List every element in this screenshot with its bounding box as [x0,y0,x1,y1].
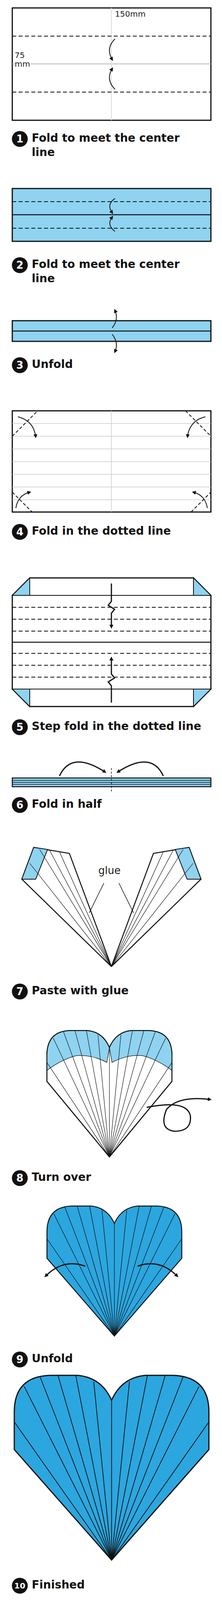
step-number: 4 [11,523,28,540]
step-item: 5Step fold in the dotted line [11,718,211,735]
step-caption: Paste with glue [31,982,207,997]
step-item: 2Fold to meet the center line [11,256,211,286]
step-number: 2 [11,256,28,273]
step-caption: Fold to meet the center line [31,256,207,286]
step-item: 3Unfold [11,356,211,373]
step-number: 5 [11,718,28,735]
step-caption: Fold to meet the center line [31,130,207,160]
step-number: 6 [11,796,28,812]
step-number: 3 [11,356,28,373]
step-item: 7Paste with glue [11,982,211,999]
step-caption: Step fold in the dotted line [31,718,207,733]
step-caption: Turn over [31,1168,207,1183]
step-number: 8 [11,1168,28,1185]
step-caption: Fold in half [31,796,207,811]
step-caption: Finished [31,1575,207,1591]
dimension-label: 75 mm [14,50,31,69]
dimension-label: glue [98,863,131,876]
step-caption: Unfold [31,1349,207,1365]
step-caption: Unfold [31,356,207,372]
step-number: 10 [11,1575,28,1592]
dimension-label: 150mm [114,9,163,19]
step-number: 7 [11,982,28,999]
step-number: 9 [11,1349,28,1366]
step-item: 1Fold to meet the center line [11,130,211,160]
step-number: 1 [11,130,28,147]
step-item: 4Fold in the dotted line [11,523,211,540]
step-caption: Fold in the dotted line [31,523,207,538]
step-item: 10Finished [11,1575,211,1592]
step-item: 9Unfold [11,1349,211,1366]
step-item: 6Fold in half [11,796,211,812]
step-item: 8Turn over [11,1168,211,1185]
